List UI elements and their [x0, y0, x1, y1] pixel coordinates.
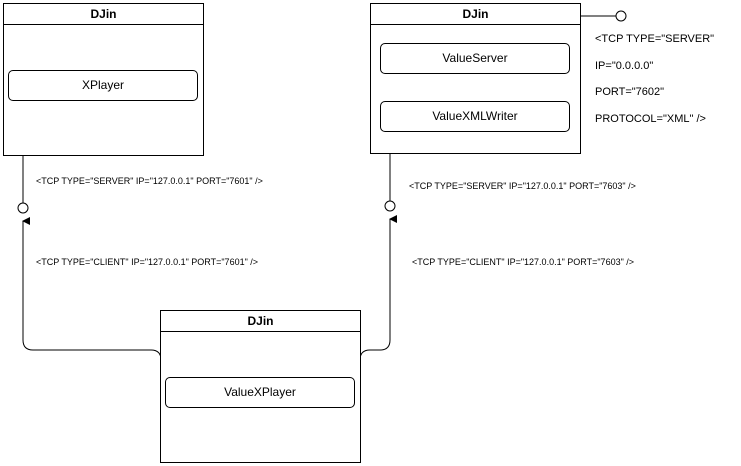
- left-client-label: <TCP TYPE="CLIENT" IP="127.0.0.1" PORT="…: [36, 257, 259, 267]
- valuexmlwriter-component[interactable]: ValueXMLWriter: [380, 101, 570, 132]
- djin-box-bottom: DJin ValueXPlayer: [160, 310, 361, 463]
- djin-box-left-title: DJin: [4, 4, 203, 25]
- valueserver-component[interactable]: ValueServer: [380, 43, 570, 74]
- external-tcp-line-3: PORT="7602": [595, 86, 665, 98]
- external-tcp-line-1: <TCP TYPE="SERVER": [595, 33, 715, 45]
- external-interface-lollipop: [615, 10, 627, 22]
- djin-box-right: DJin ValueServer ValueXMLWriter: [370, 3, 581, 154]
- external-tcp-line-2: IP="0.0.0.0": [595, 60, 654, 72]
- external-tcp-line-4: PROTOCOL="XML" />: [595, 113, 706, 125]
- left-connector: [22, 217, 162, 361]
- right-client-label: <TCP TYPE="CLIENT" IP="127.0.0.1" PORT="…: [412, 257, 635, 267]
- right-connector: [359, 215, 397, 361]
- right-server-label: <TCP TYPE="SERVER" IP="127.0.0.1" PORT="…: [409, 181, 636, 191]
- left-interface-socket: [17, 202, 29, 214]
- left-server-label: <TCP TYPE="SERVER" IP="127.0.0.1" PORT="…: [36, 176, 263, 186]
- right-interface-socket: [384, 200, 396, 212]
- djin-box-right-title: DJin: [371, 4, 580, 25]
- xplayer-component[interactable]: XPlayer: [8, 70, 198, 101]
- valuexplayer-component[interactable]: ValueXPlayer: [165, 377, 355, 408]
- djin-box-left: DJin XPlayer: [3, 3, 204, 156]
- djin-box-bottom-title: DJin: [161, 311, 360, 332]
